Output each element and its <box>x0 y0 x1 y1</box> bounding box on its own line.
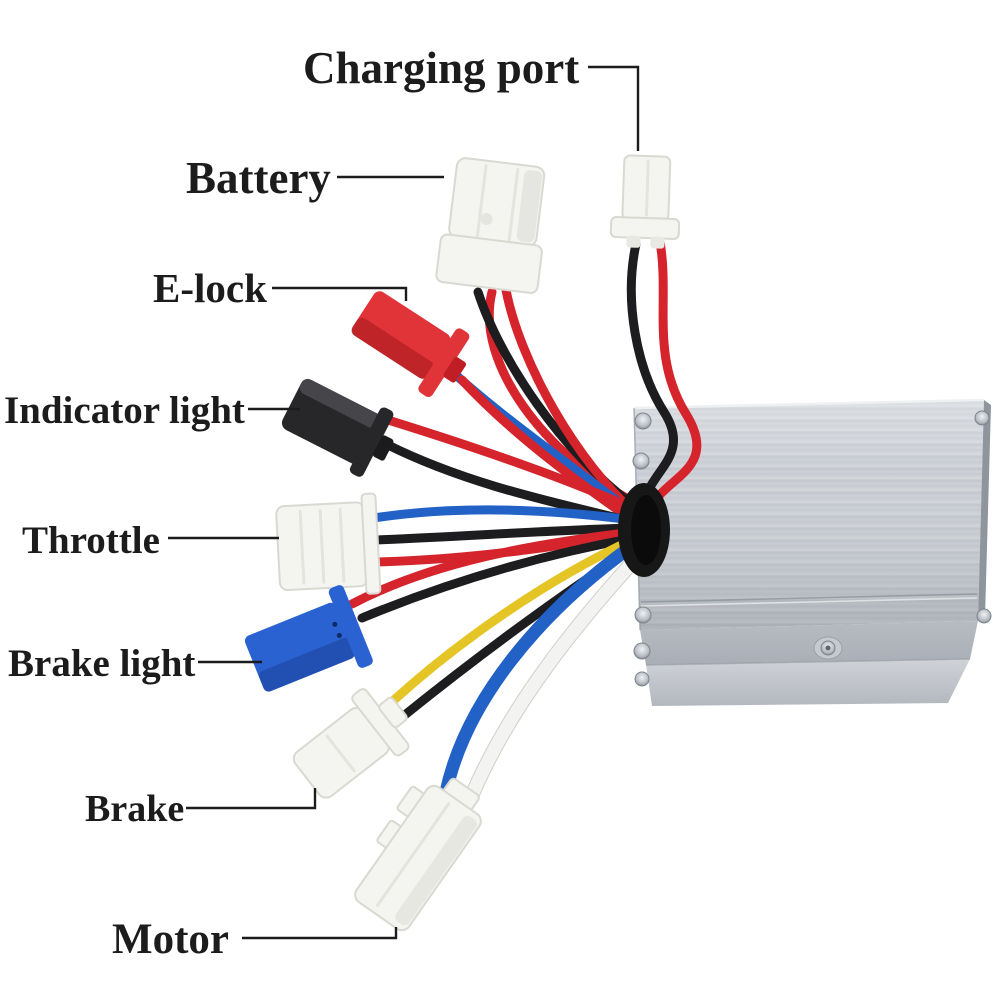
wire-brakelight-black <box>357 533 639 623</box>
leader-motor <box>242 927 398 940</box>
screw-icon <box>634 671 650 687</box>
charging-connector-seam <box>644 159 650 217</box>
wire-indicator-red <box>383 415 641 515</box>
screw-icon <box>634 412 652 430</box>
charging-connector-stub <box>650 236 665 249</box>
brakelight-connector-pin <box>332 621 338 627</box>
indicator-connector-highlight <box>299 378 383 430</box>
brakelight-connector-shade <box>258 637 355 692</box>
label-brake: Brake <box>85 788 184 830</box>
throttle-connector-flange <box>360 492 382 595</box>
leader-charging-port <box>588 65 640 151</box>
wire-elock-red <box>457 375 643 529</box>
throttle-connector-seam <box>338 507 346 583</box>
elock-connector-stub <box>443 357 467 383</box>
case-screws <box>632 410 992 687</box>
wire-motor-white <box>463 547 647 807</box>
label-indicator-light: Indicator light <box>4 389 245 432</box>
battery-connector-skirt <box>435 233 543 294</box>
controller-case <box>632 398 992 706</box>
case-top-highlight <box>633 398 985 410</box>
leader-e-lock <box>272 286 408 301</box>
brakelight-connector-flange <box>328 585 373 668</box>
battery-connector <box>435 157 546 294</box>
e-lock-connector <box>351 291 470 398</box>
screw-icon <box>632 452 650 470</box>
charging-port-connector <box>609 154 681 249</box>
case-crease-light <box>640 597 978 607</box>
throttle-connector-seam <box>298 509 306 585</box>
case-crease-dark <box>640 593 978 603</box>
charging-connector-stub <box>626 235 641 248</box>
elock-connector-shade <box>351 317 434 379</box>
case-bracket-lower <box>646 659 970 706</box>
grommet-inner-shadow <box>631 495 661 565</box>
motor-connector-seam <box>376 802 451 907</box>
screw-icon <box>976 608 992 624</box>
brakelight-connector-body <box>244 602 355 692</box>
elock-connector-body <box>351 291 451 379</box>
label-charging-port: Charging port <box>303 43 579 93</box>
motor-connector-body <box>354 784 482 932</box>
brake-connector <box>292 688 410 799</box>
cable-grommet <box>618 483 670 577</box>
label-e-lock: E-lock <box>153 265 267 311</box>
brake-light-connector <box>244 585 373 692</box>
battery-connector-seam <box>475 164 488 238</box>
case-face-shading <box>634 400 984 630</box>
label-brake-light: Brake light <box>8 642 195 685</box>
battery-connector-dimple <box>480 213 493 226</box>
wire-motor-blue <box>439 539 639 799</box>
leader-lines <box>168 65 640 940</box>
wire-brake-yellow <box>389 535 637 705</box>
brake-connector-stub <box>378 696 408 729</box>
screw-icon <box>974 410 990 426</box>
screw-icon <box>634 606 652 624</box>
case-right-edge <box>978 400 991 621</box>
wire-brakelight-red <box>347 527 639 609</box>
leader-brake <box>186 788 317 810</box>
case-bracket-upper <box>640 621 978 665</box>
case-bracket-shadow <box>645 658 971 666</box>
throttle-connector <box>275 492 382 595</box>
wire-charging-black <box>626 239 679 507</box>
indicator-connector-stub <box>373 435 394 461</box>
screw-center-dot <box>825 645 831 651</box>
battery-connector-shade <box>516 170 543 243</box>
label-throttle: Throttle <box>22 519 160 562</box>
screw-icon <box>633 642 651 660</box>
indicator-connector-body <box>281 379 383 465</box>
motor-connector <box>354 777 482 932</box>
wiring-harness <box>347 237 702 808</box>
label-battery: Battery <box>186 153 331 203</box>
wire-throttle-black <box>371 523 637 545</box>
wire-battery-red-1 <box>501 285 643 521</box>
labels: Charging port Battery E-lock Indicator l… <box>4 43 579 963</box>
throttle-connector-seam <box>318 508 326 584</box>
brakelight-connector-pin <box>336 632 342 638</box>
indicator-connector-flange <box>349 407 394 477</box>
motor-connector-shade <box>395 815 477 926</box>
brake-connector-seam <box>325 734 356 773</box>
wire-throttle-blue <box>369 505 637 525</box>
label-motor: Motor <box>112 916 229 963</box>
battery-connector-seam <box>507 167 520 242</box>
charging-connector-flange <box>609 216 681 241</box>
elock-connector-flange <box>418 328 470 398</box>
indicator-light-connector <box>281 378 394 477</box>
wire-charging-red <box>645 237 702 517</box>
